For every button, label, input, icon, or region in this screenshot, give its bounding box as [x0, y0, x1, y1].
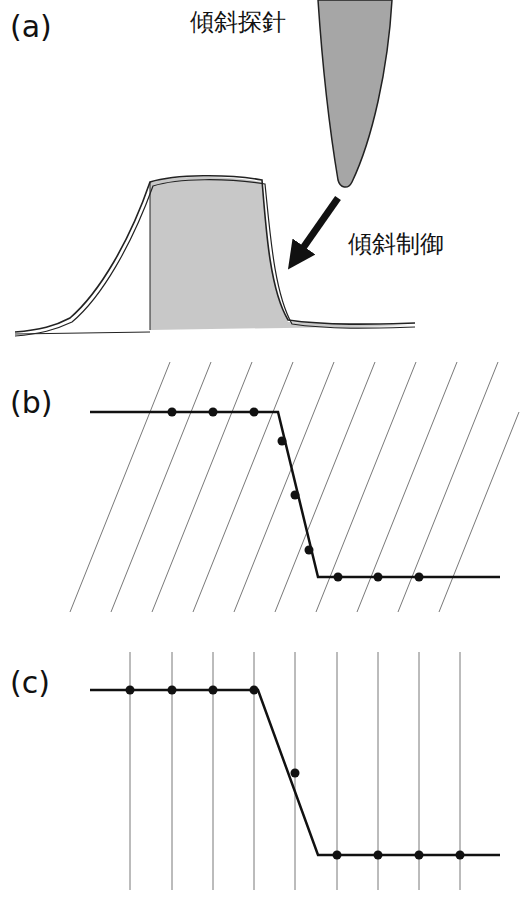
control-label: 傾斜制御	[348, 232, 444, 256]
panel-label: (c)	[10, 668, 50, 698]
probe-label: 傾斜探針	[190, 10, 286, 34]
panel-label: (b)	[10, 388, 52, 418]
sample-points	[168, 408, 424, 582]
step-profile	[90, 412, 500, 577]
tilted-scan-lines	[70, 362, 519, 612]
step-profile	[90, 690, 500, 855]
measured-profile-outer	[15, 180, 415, 336]
panel-label: (a)	[10, 12, 52, 42]
tilted-probe	[318, 0, 392, 187]
sample-outline	[15, 182, 150, 334]
sample-points	[126, 686, 465, 860]
tilt-arrow	[296, 198, 338, 258]
